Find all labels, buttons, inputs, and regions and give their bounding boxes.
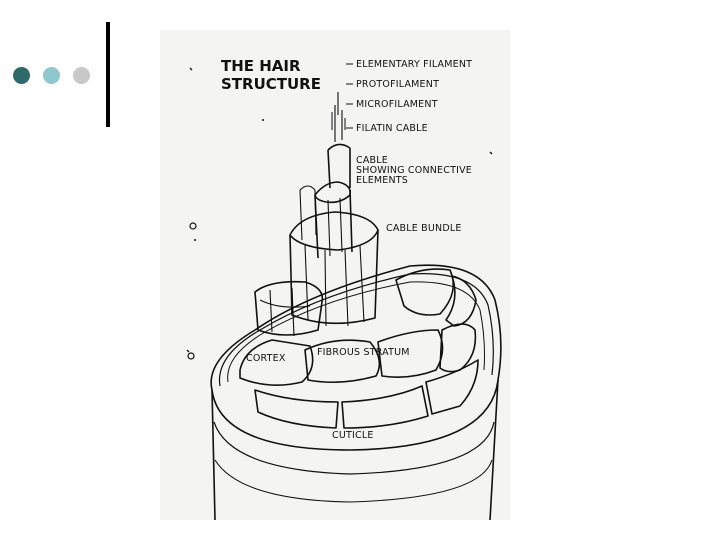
dot-dark-teal [13, 67, 30, 84]
fibrous-stratum-cell [304, 339, 381, 384]
hair-structure-drawing [186, 63, 502, 520]
title-line-2: STRUCTURE [221, 75, 321, 93]
label-cable-line-2: SHOWING CONNECTIVE [356, 165, 472, 176]
label-cuticle: CUTICLE [332, 430, 374, 441]
label-protofilament: PROTOFILAMENT [356, 79, 440, 90]
vertical-divider [106, 22, 110, 127]
cuticle-outline [211, 379, 499, 520]
label-cortex: CORTEX [246, 353, 286, 364]
title-line-1: THE HAIR [221, 57, 301, 75]
dot-light-teal [43, 67, 60, 84]
diagram-title: THE HAIR STRUCTURE [221, 57, 321, 93]
label-elementary-filament: ELEMENTARY FILAMENT [356, 59, 473, 70]
hair-structure-diagram: THE HAIR STRUCTURE ELEMENTARY FILAMENT P… [160, 30, 510, 520]
label-fibrous-stratum: FIBROUS STRATUM [317, 347, 410, 358]
cable-bundle [289, 229, 379, 325]
filatin-cable [327, 148, 351, 189]
cortex-cell [239, 339, 314, 386]
label-microfilament: MICROFILAMENT [356, 99, 438, 110]
label-cable-bundle: CABLE BUNDLE [386, 223, 462, 234]
cuticle-layer [211, 379, 499, 451]
outer-rim [210, 264, 502, 391]
label-cable-line-3: ELEMENTS [356, 175, 409, 186]
dot-light-gray [73, 67, 90, 84]
label-filatin-cable: FILATIN CABLE [356, 123, 428, 134]
label-cable-line-1: CABLE [356, 155, 388, 166]
